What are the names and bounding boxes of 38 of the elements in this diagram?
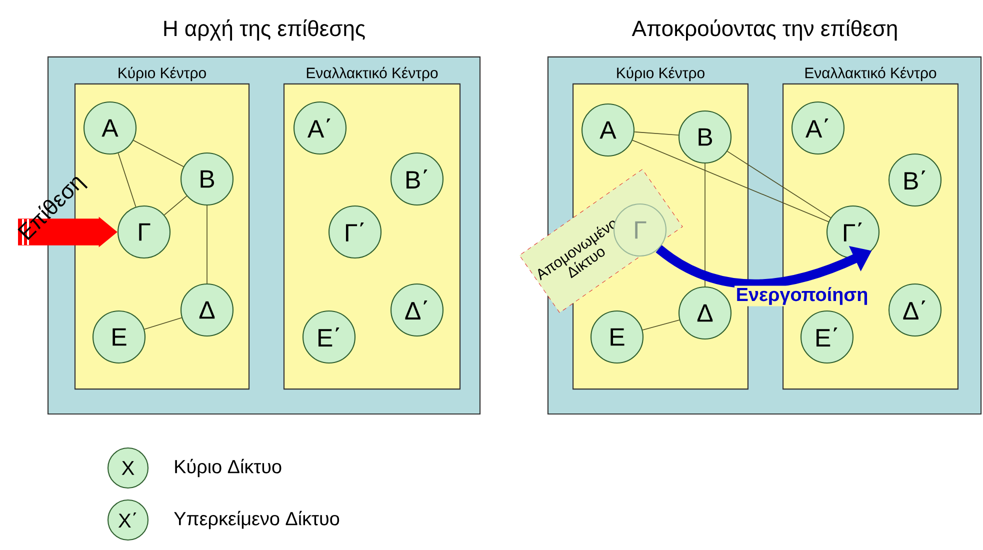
node-label: Εναλλακτικό Κέντρο [805,66,936,82]
link-line [164,196,188,216]
network-node: Ε΄ [800,310,854,364]
network-node: Β΄ [390,152,444,206]
network-node: Α [581,103,635,157]
legend-text: Υπερκείμενο Δίκτυο [174,510,340,530]
network-node: Α΄ [293,101,347,155]
network-node: Γ΄ [328,205,382,259]
network-node: Α [83,101,137,155]
network-node: Β΄ [888,153,942,207]
link-line [642,320,680,330]
network-node: Δ [678,286,732,340]
network-node: Ε΄ [302,310,356,364]
link-line [144,317,182,330]
node-label: Κύριο Κέντρο [118,66,206,82]
node-label: Εναλλακτικό Κέντρο [306,66,438,82]
network-node: Β [678,110,732,164]
link-line [634,132,679,136]
network-node: Δ [180,283,234,337]
link-line [133,140,184,168]
node-label: Κύριο Κέντρο [617,66,704,82]
link-line [206,205,208,284]
network-node: Δ΄ [390,283,444,337]
link-line [726,150,832,218]
legend-text: Κύριο Δίκτυο [175,458,282,478]
node-label: Αποκρούοντας την επίθεση [632,19,897,41]
network-node: Ε [590,310,644,364]
link-line [704,163,706,287]
edge-label: Ενεργοποίηση [734,286,870,306]
network-node: Γ [117,205,171,259]
network-node: Α΄ [791,101,845,155]
node-label: Η αρχή της επίθεσης [164,19,365,41]
network-node: Δ΄ [888,283,942,337]
network-node: Γ΄ [826,205,880,259]
link-line [632,140,829,222]
network-node: Ε [92,310,146,364]
link-line [118,152,136,208]
network-node: Β [180,152,234,206]
